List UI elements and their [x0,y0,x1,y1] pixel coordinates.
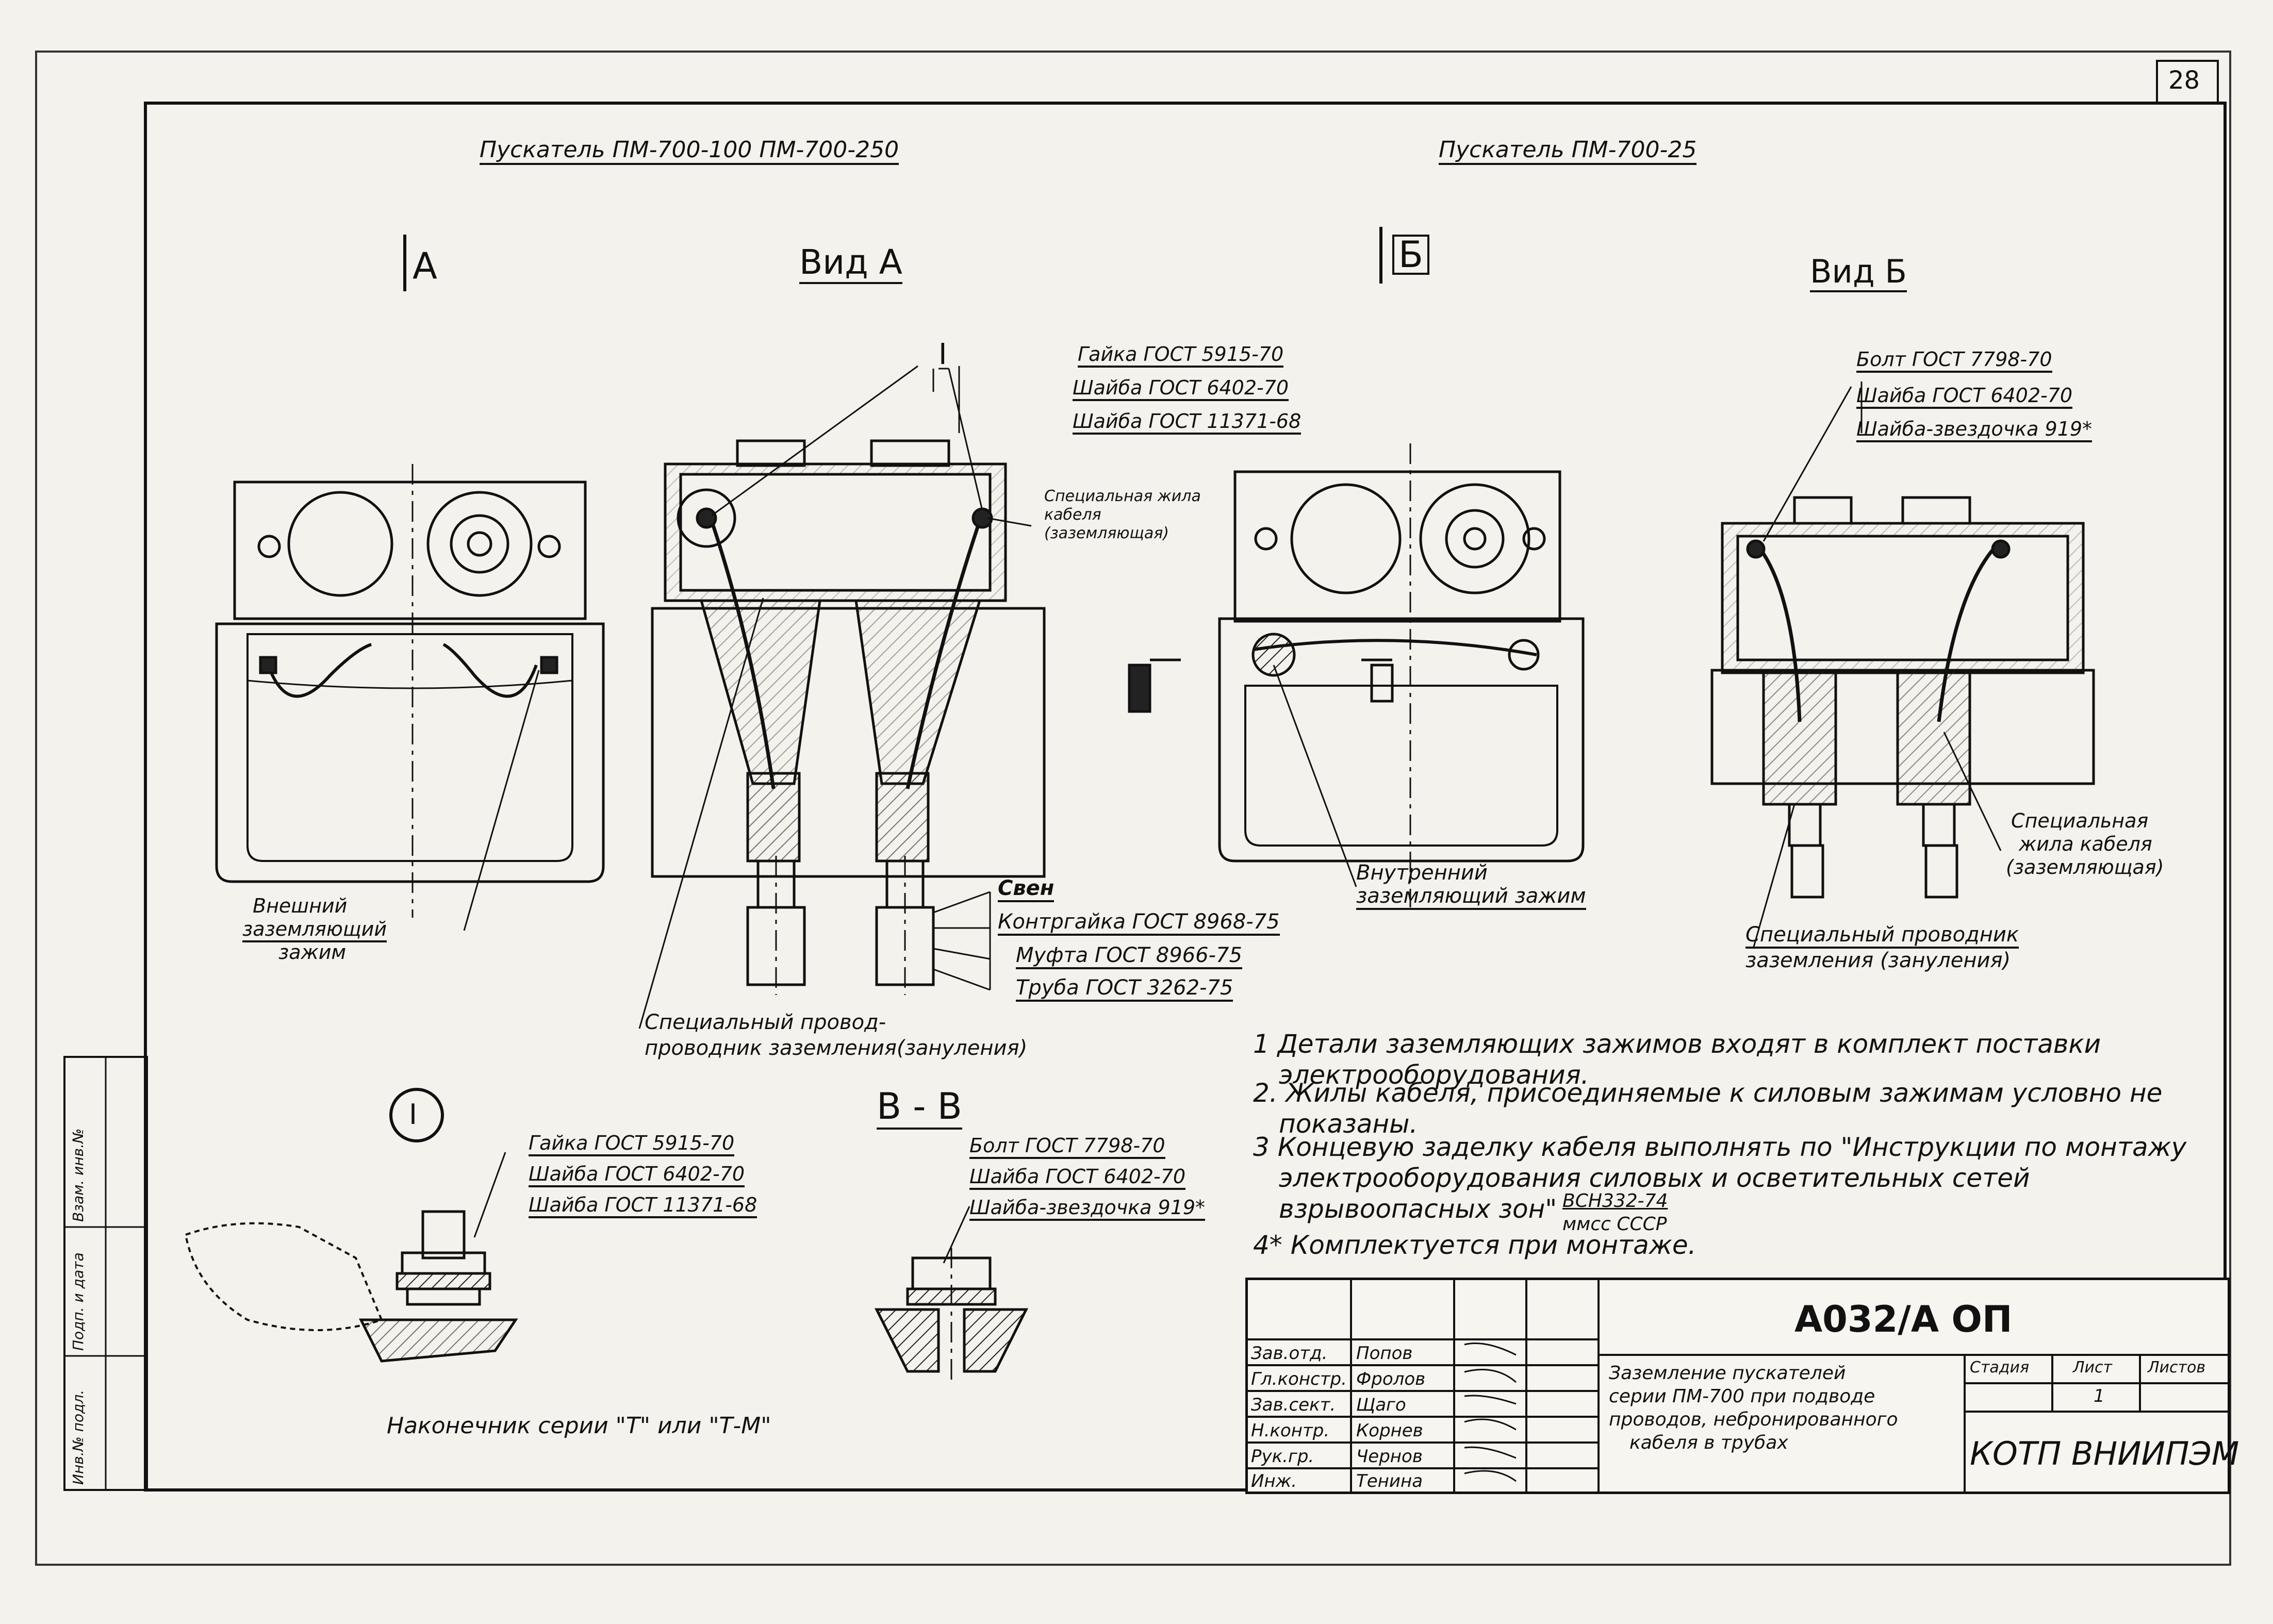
int-clamp-label-1: Внутренний [1356,861,1488,885]
side-stamp-replace: Взам. инв.№ [70,1128,87,1222]
va-label-3: Шайба ГОСТ 11371-68 [1073,410,1302,435]
stamp-role-5: Рук.гр. [1251,1446,1314,1467]
vv-label-1: Болт ГОСТ 7798-70 [969,1134,1165,1159]
vb-label-1: Болт ГОСТ 7798-70 [1856,348,2052,373]
starter-front-left [215,464,605,918]
va-label-2: Шайба ГОСТ 6402-70 [1073,376,1289,401]
note-3c: взрывоопасных зон" [1279,1194,1557,1224]
note-3d: ВСН332-74 [1562,1190,1668,1212]
int-clamp-label-2: заземляющий зажим [1356,884,1586,910]
lug-label: Наконечник серии "Т" или "Т-М" [387,1413,771,1439]
vb-label-3: Шайба-звездочка 919* [1856,418,2093,442]
spec-wire-label-2: проводник заземления(зануления) [645,1036,1028,1060]
section-a-letter: А [413,245,437,287]
stamp-role-1: Зав.отд. [1251,1343,1328,1364]
stamp-role-4: Н.контр. [1251,1420,1330,1441]
note-3a: 3 Концевую заделку кабеля выполнять по "… [1253,1132,2187,1162]
pipe-label-4: Труба ГОСТ 3262-75 [1016,976,1233,1002]
note-2b: показаны. [1279,1109,1418,1139]
ext-clamp-label-1: Внешний [253,894,348,917]
stamp-name-4: Корнев [1356,1420,1423,1441]
section-vv-drawing [874,1206,1029,1382]
title-right: Пускатель ПМ-700-25 [1439,137,1697,165]
stamp-organization: КОТП ВНИИПЭМ [1970,1435,2239,1472]
section-marker-a [403,235,406,291]
stamp-sheet-value: 1 [2094,1386,2105,1406]
stamp-title-4: кабеля в трубах [1629,1432,1788,1453]
va-label-1: Гайка ГОСТ 5915-70 [1078,343,1284,368]
detail-label-3: Шайба ГОСТ 11371-68 [529,1194,757,1218]
stamp-stage-header: Стадия [1970,1358,2030,1377]
detail-label-2: Шайба ГОСТ 6402-70 [529,1163,745,1187]
pipe-label-3: Муфта ГОСТ 8966-75 [1016,943,1242,969]
stamp-role-6: Инж. [1251,1471,1297,1492]
note-3b: электрооборудования силовых и осветитель… [1279,1163,2030,1193]
vv-label-2: Шайба ГОСТ 6402-70 [969,1165,1186,1190]
stamp-drawing-code: А032/А ОП [1794,1298,2013,1340]
stamp-sheet-header: Лист [2073,1358,2113,1377]
note-2a: 2. Жилы кабеля, присоединяемые к силовым… [1253,1078,2163,1108]
stamp-name-2: Фролов [1356,1369,1426,1389]
view-a-section [651,439,1046,995]
section-b-letter: Б [1392,235,1430,275]
callout-i-top: I [938,338,947,371]
vb-label-2: Шайба ГОСТ 6402-70 [1856,384,2073,409]
section-marker-b [1379,227,1382,284]
spec-conductor-label-2: заземления (зануления) [1745,949,2011,972]
view-b-section [1710,496,2095,899]
view-a-title: Вид А [799,242,902,284]
outer-border [35,51,2231,1566]
stamp-role-2: Гл.констр. [1251,1369,1347,1389]
detail-label-1: Гайка ГОСТ 5915-70 [529,1132,735,1156]
starter-front-right [1128,443,1585,907]
note-4: 4* Комплектуется при монтаже. [1253,1230,1696,1260]
stamp-name-6: Тенина [1356,1471,1423,1492]
title-block-grid [1248,1280,2228,1492]
leaders-view-a [638,365,1032,1029]
pipe-label-1: Свен [998,876,1055,902]
stamp-role-3: Зав.сект. [1251,1395,1336,1415]
drawing-frame [144,102,2227,1492]
special-core-right-1: Специальная [2011,809,2149,832]
note-1a: 1 Детали заземляющих зажимов входят в ко… [1253,1029,2101,1059]
note-1b: электрооборудования. [1279,1060,1589,1090]
side-stamp-sign: Подп. и дата [70,1252,87,1351]
stamp-name-5: Чернов [1356,1446,1423,1467]
stamp-title-1: Заземление пускателей [1609,1363,1846,1384]
title-block: Зав.отд. Гл.констр. Зав.сект. Н.контр. Р… [1245,1278,2239,1494]
detail-i-number: I [409,1098,417,1131]
stamp-name-1: Попов [1356,1343,1413,1364]
special-core-right-2: жила кабеля [2019,833,2152,855]
side-stamp-inv: Инв.№ подл. [70,1389,87,1485]
page-number: 28 [2168,66,2200,95]
stamp-title-2: серии ПМ-700 при подводе [1609,1386,1875,1407]
view-b-title: Вид Б [1810,253,1907,292]
section-vv-title: В - В [877,1085,962,1130]
special-core-right-3: (заземляющая) [2006,856,2164,879]
vv-label-3: Шайба-звездочка 919* [969,1196,1206,1221]
page-number-box [2156,60,2219,104]
note-3e: ммсс СССР [1562,1214,1667,1235]
stamp-title-3: проводов, небронированного [1609,1409,1898,1430]
ext-clamp-label-3: зажим [278,941,347,964]
detail-i-drawing [184,1088,518,1363]
spec-conductor-label-1: Специальный проводник [1745,923,2019,949]
special-core-label: Специальная жила кабеля (заземляющая) [1044,487,1201,542]
ext-clamp-label-2: заземляющий [242,918,387,942]
title-left: Пускатель ПМ-700-100 ПМ-700-250 [480,137,899,165]
stamp-name-3: Щаго [1356,1395,1406,1415]
spec-wire-label-1: Специальный провод- [645,1010,886,1034]
pipe-label-2: Контргайка ГОСТ 8968-75 [998,910,1280,936]
stamp-sheets-header: Листов [2148,1358,2206,1377]
